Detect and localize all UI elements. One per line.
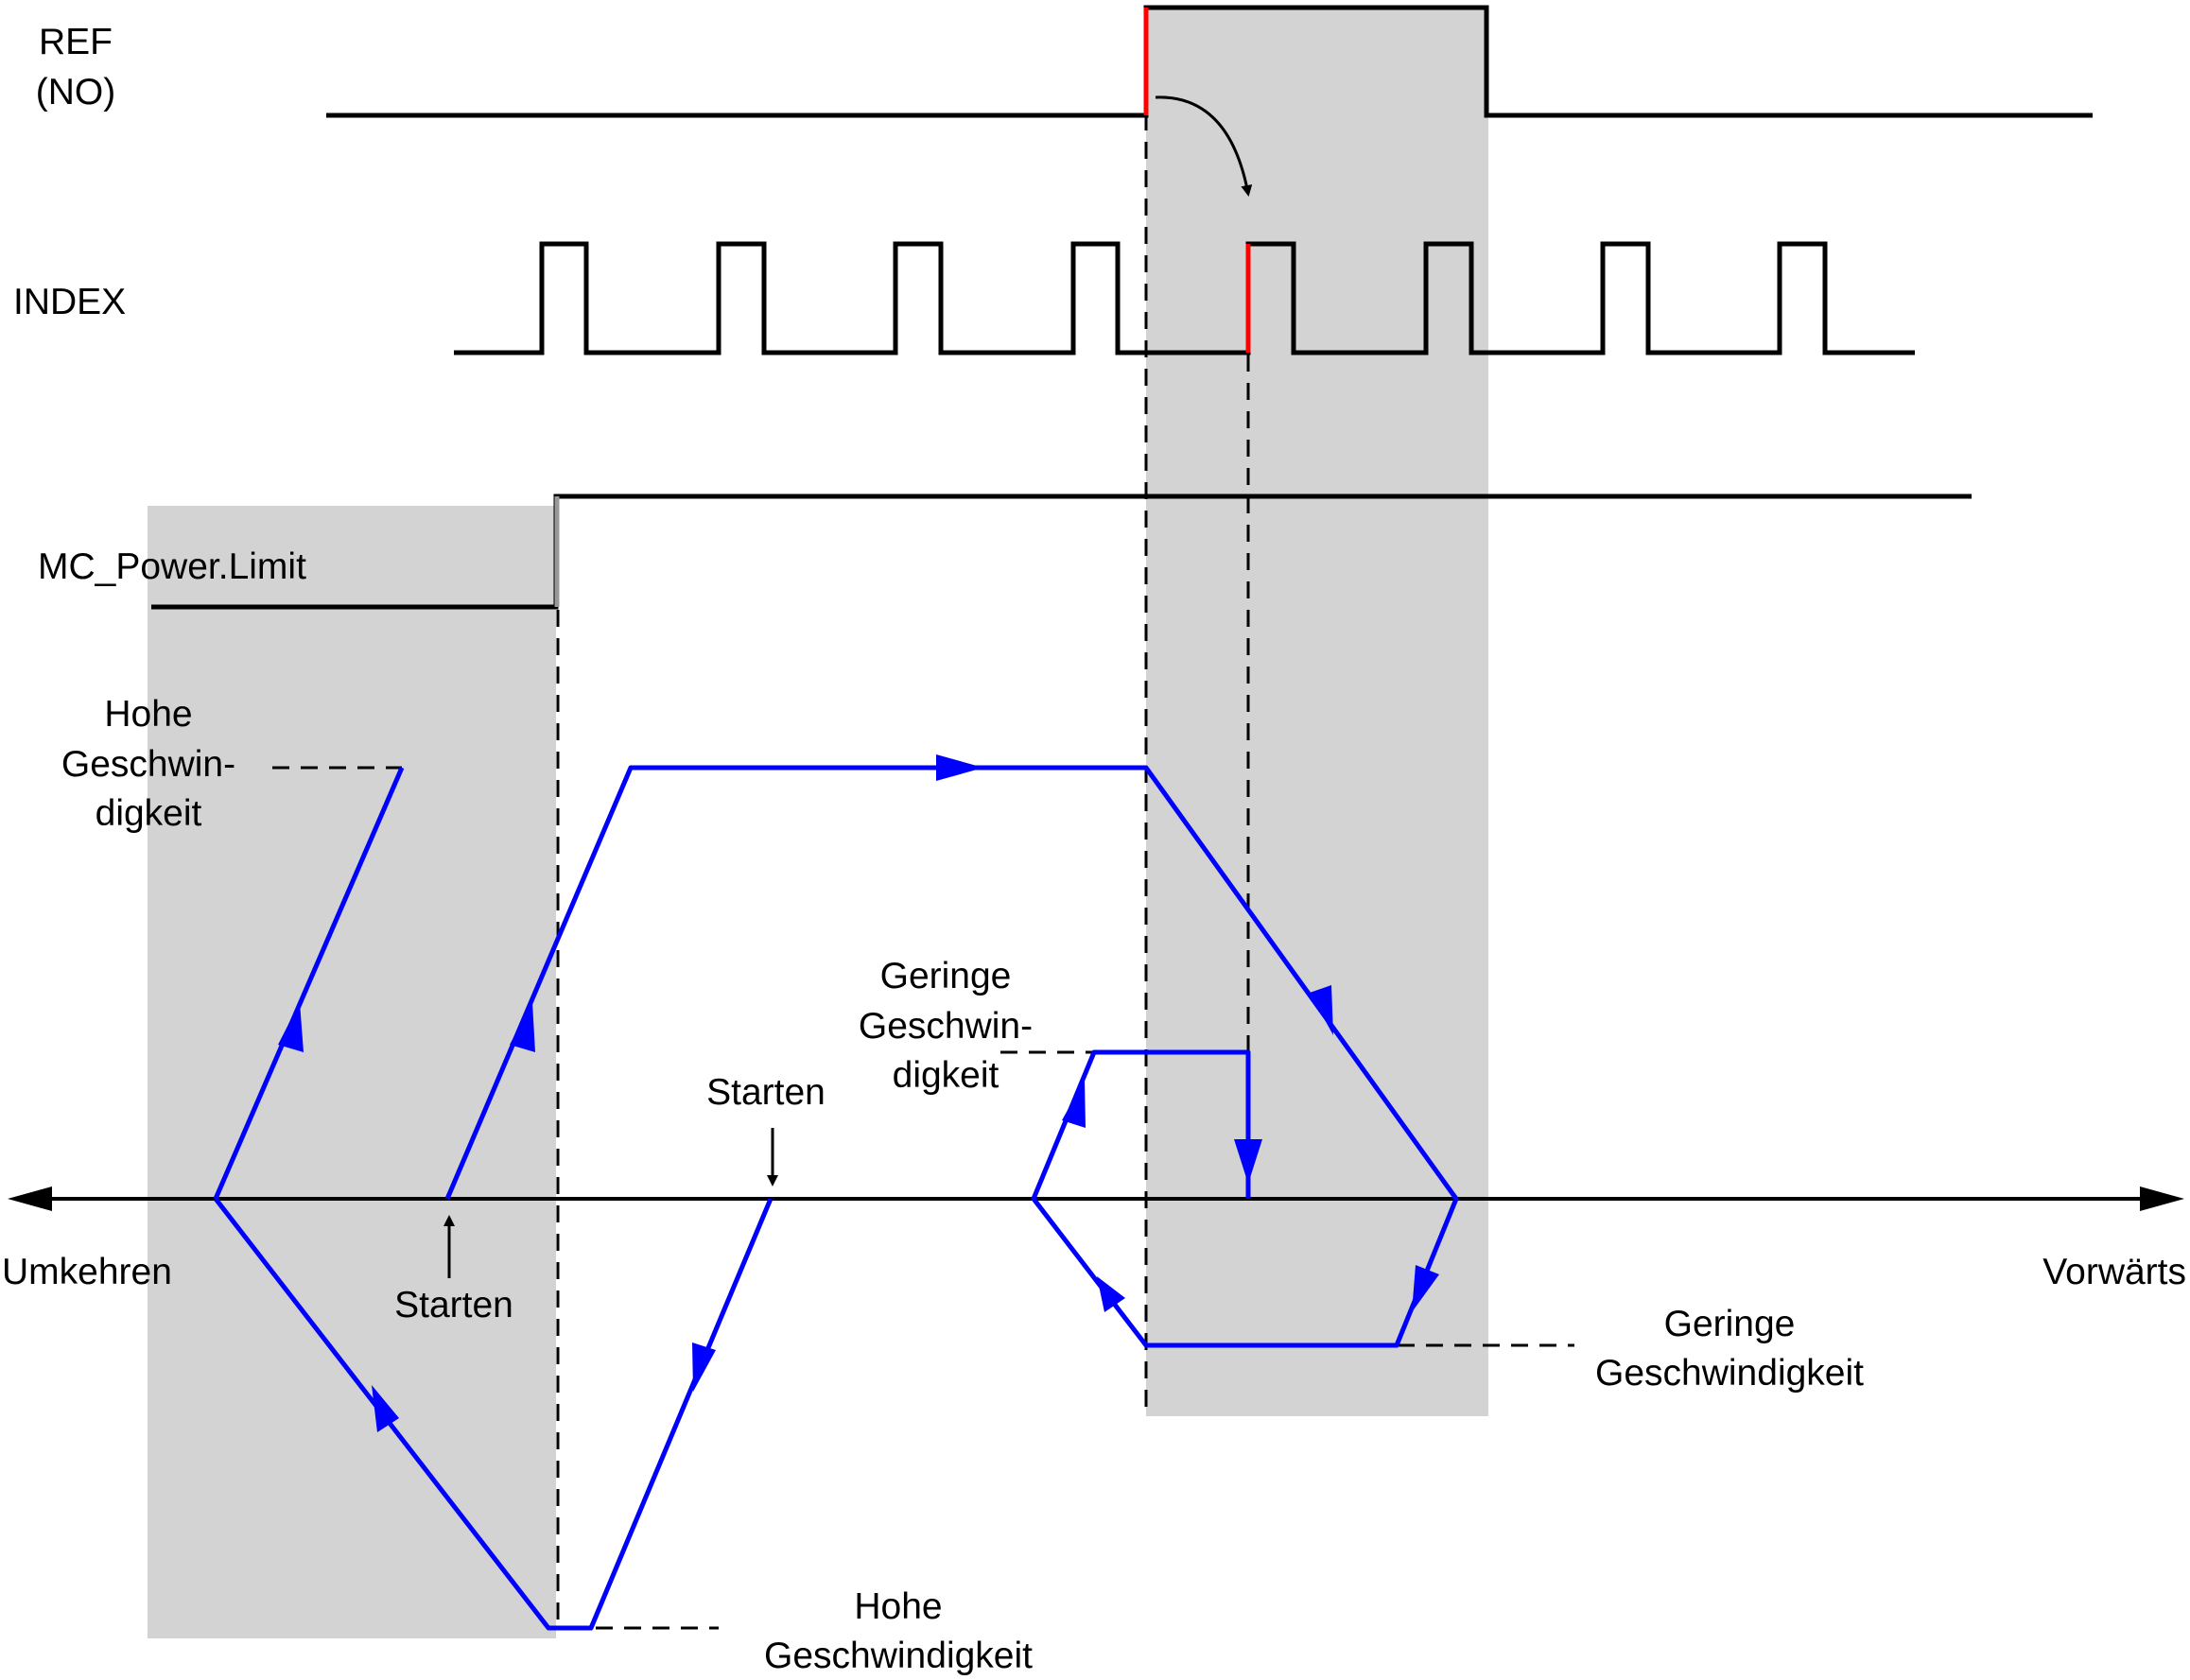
high-speed-top-line2: Geschwin- [61,744,235,785]
low-speed-upper-line1: Geringe [880,956,1012,996]
high-speed-bottom-line1: Hohe [854,1586,942,1627]
power-limit-label: MC_Power.Limit [38,546,306,587]
start-markers [443,1128,778,1278]
index-waveform [454,241,1915,355]
axis-forward-label: Vorwärts [2042,1252,2186,1292]
axis-right-arrowhead [2140,1186,2184,1211]
start-left-label: Starten [394,1285,513,1325]
limit-shaded-zone [148,506,556,1638]
index-signal [454,241,1915,355]
low-speed-lower-line1: Geringe [1664,1304,1796,1344]
arrow-low-back-up [1097,1276,1125,1312]
arrow-bottom-left-up [372,1385,399,1432]
low-speed-upper-line3: digkeit [893,1055,999,1096]
ref-shaded-zone [1146,8,1488,1416]
axis-reverse-label: Umkehren [2,1252,172,1292]
arrow-decel-down [1310,985,1333,1035]
arrow-index-down [1234,1139,1262,1184]
start-middle-label: Starten [706,1072,826,1113]
trajectory-reverse-start [444,765,1459,1348]
ref-waveform [326,5,2093,118]
arrow-outer-up [278,1002,304,1052]
arrow-return-down [692,1342,716,1392]
ref-label-line1: REF [39,22,113,62]
trajectory-outer-loop [213,767,405,1200]
power-limit-signal [151,494,1972,610]
high-speed-top-line1: Hohe [104,694,192,735]
arrow-inner-up [510,1002,535,1052]
arrow-low-down [1412,1265,1439,1312]
ref-to-index-arrow [1155,95,1253,197]
direction-axis [8,1186,2184,1211]
trajectory-arrows [278,754,1439,1432]
low-speed-upper-line2: Geschwin- [859,1006,1033,1047]
index-label: INDEX [13,282,126,322]
arrow-high-forward [936,754,983,781]
axis-left-arrowhead [8,1186,52,1211]
arrow-low-up [1062,1080,1086,1128]
ref-label-line2: (NO) [36,72,115,113]
high-speed-top-line3: digkeit [96,793,202,834]
low-speed-lower-line2: Geschwindigkeit [1595,1353,1864,1394]
ref-signal [326,5,2093,197]
high-speed-bottom-line2: Geschwindigkeit [764,1636,1033,1676]
